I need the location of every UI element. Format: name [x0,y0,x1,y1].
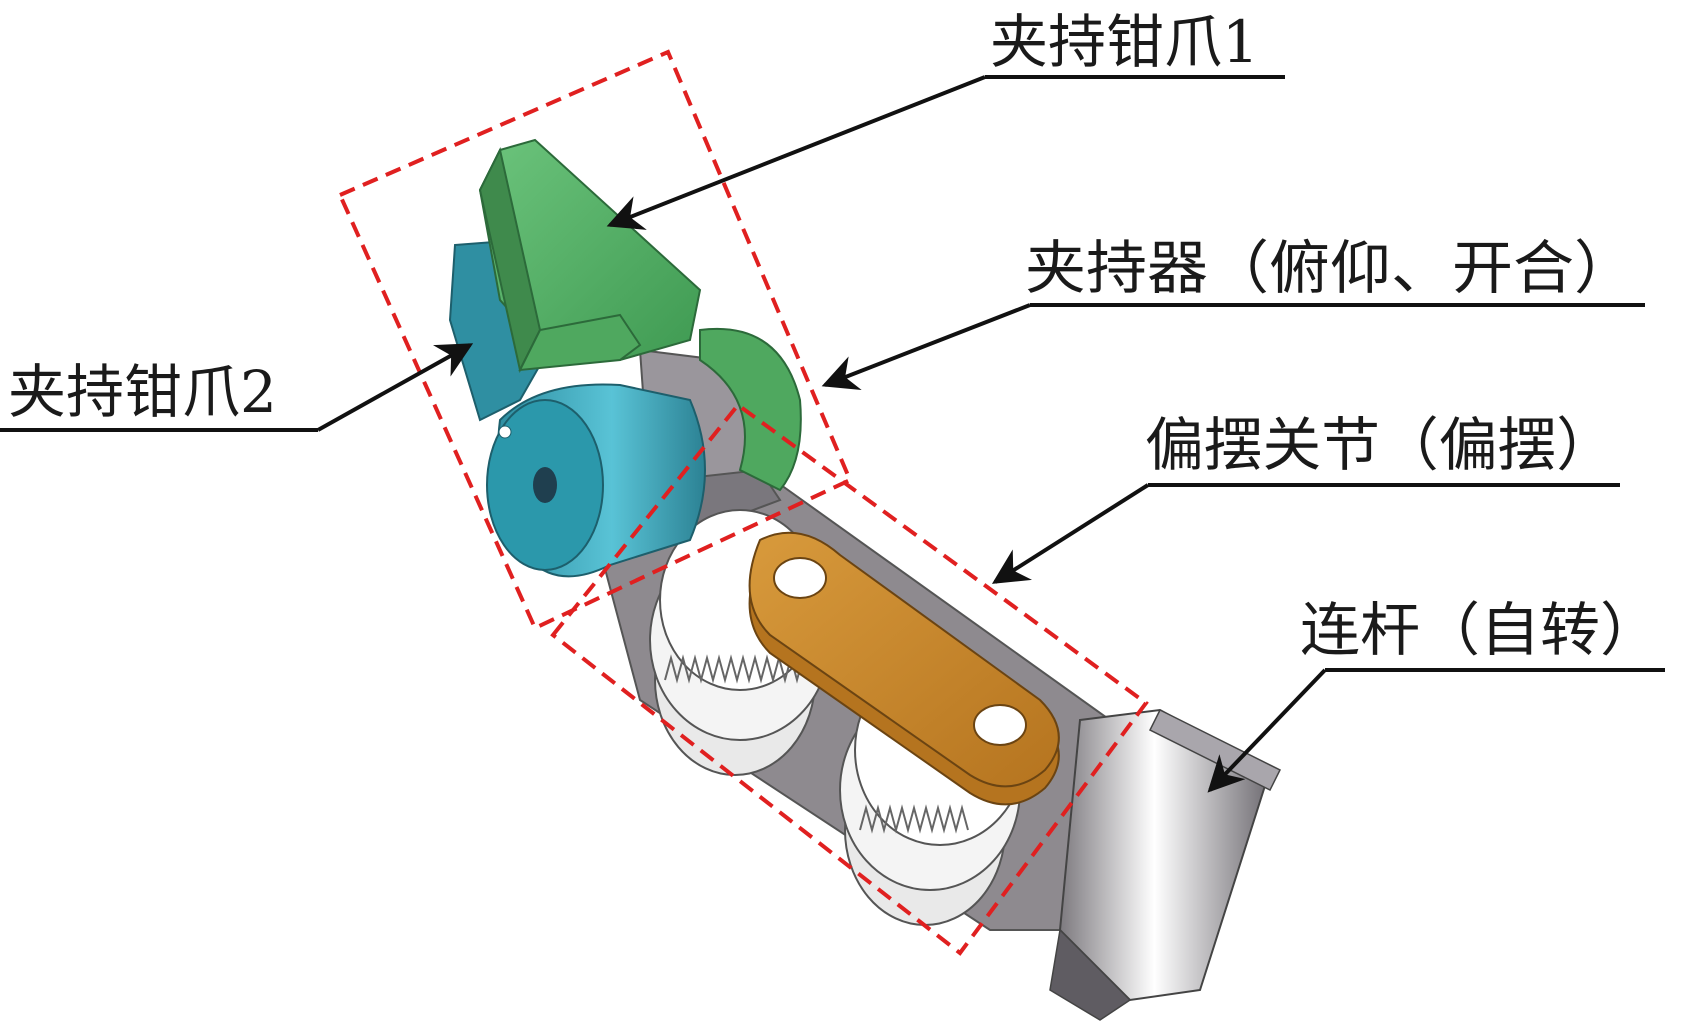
yaw-joint-highlight-box [550,402,1149,956]
label-gripper: 夹持器（俯仰、开合） [1025,234,1635,302]
label-link: 连杆（自转） [1300,596,1660,664]
label-jaw1: 夹持钳爪1 [990,8,1259,76]
label-yaw-joint: 偏摆关节（偏摆） [1145,411,1615,479]
jaw2-arrow [317,343,474,432]
gripper-arrow [821,303,1031,390]
label-jaw2: 夹持钳爪2 [8,358,277,426]
yaw-joint-arrow [991,483,1150,584]
leaders [0,75,1665,793]
jaw1-arrow [606,75,986,230]
link-arrow [1207,668,1327,793]
gripper-highlight-box [337,49,853,631]
plate-hole-lower [973,704,1027,746]
gripper-jaw-1 [478,138,802,492]
link-cylinder [1049,708,1282,1021]
plate-hole-upper [773,557,827,599]
connecting-plate [748,531,1060,806]
